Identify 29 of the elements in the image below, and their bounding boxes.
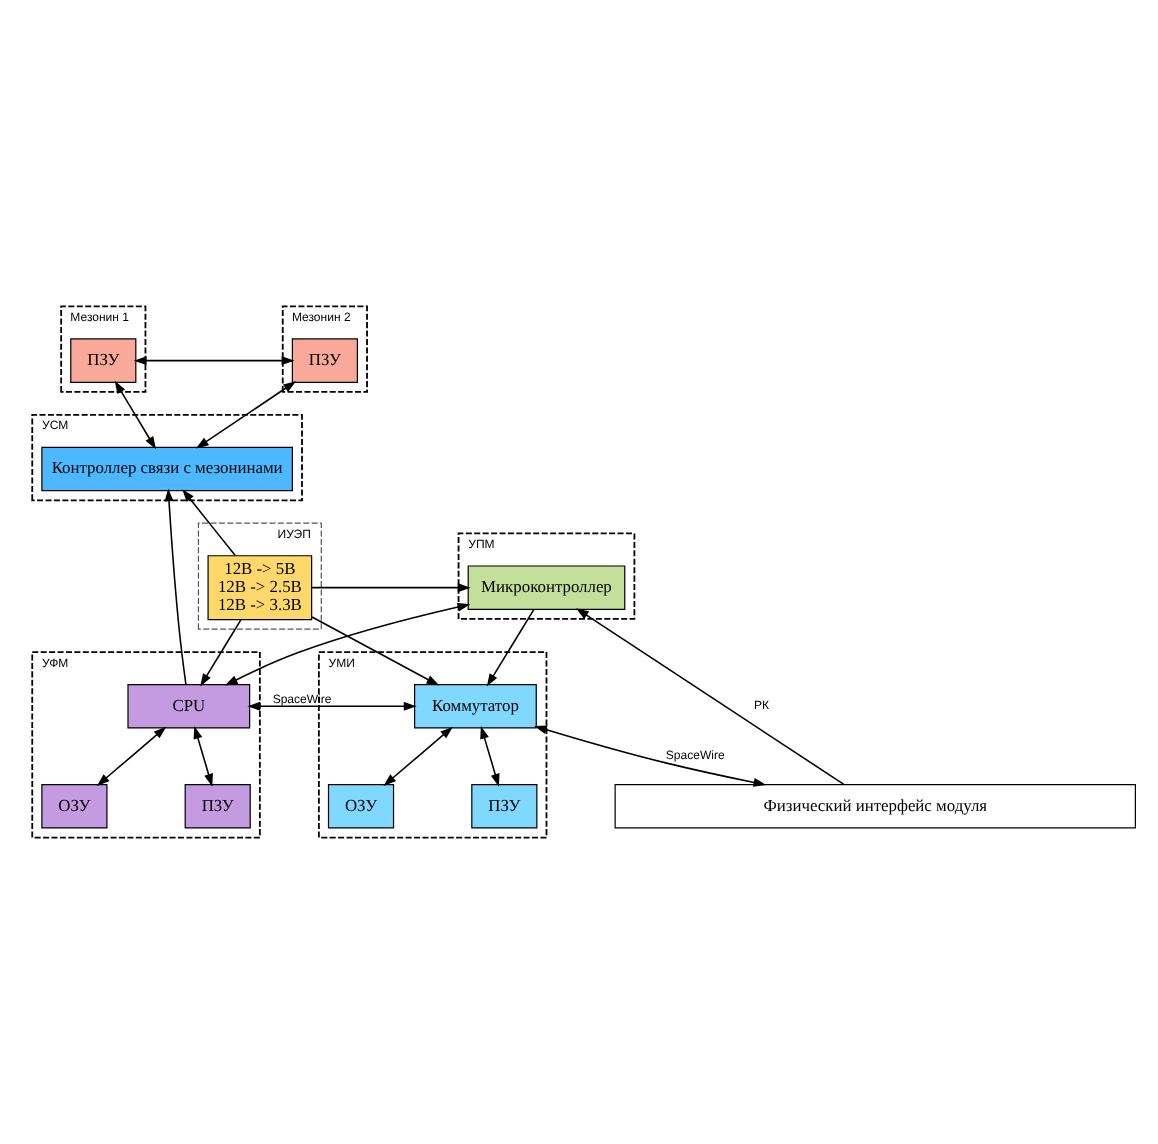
arrow xyxy=(182,489,236,557)
arrow xyxy=(96,726,167,786)
arrow xyxy=(311,616,440,686)
arrow xyxy=(224,602,471,686)
node-box: ОЗУ xyxy=(41,783,108,829)
node-box: CPU xyxy=(127,684,251,729)
node-box: ПЗУ xyxy=(184,783,251,829)
node-box: 12В -> 5В 12В -> 2.5В 12В -> 3.3В xyxy=(207,555,313,621)
node-box: ПЗУ xyxy=(471,783,538,829)
arrow xyxy=(576,608,845,786)
arrow xyxy=(114,380,156,450)
arrow xyxy=(133,356,295,366)
node-box: ПЗУ xyxy=(291,338,358,383)
arrow xyxy=(383,726,453,786)
arrow xyxy=(480,725,500,787)
arrow xyxy=(534,725,767,787)
arrow xyxy=(311,583,471,593)
arrow xyxy=(200,618,242,687)
node-box: Контроллер связи с мезонинами xyxy=(41,446,293,492)
arrow xyxy=(247,701,417,711)
node-box: ОЗУ xyxy=(327,783,395,829)
node-box: Физический интерфейс модуля xyxy=(614,783,1136,829)
node-box: ПЗУ xyxy=(70,338,137,383)
arrow xyxy=(164,488,187,686)
arrow xyxy=(193,725,213,787)
arrow xyxy=(486,608,535,687)
node-box: Микроконтроллер xyxy=(467,565,626,610)
node-box: Коммутатор xyxy=(414,684,537,729)
arrow xyxy=(195,381,297,449)
